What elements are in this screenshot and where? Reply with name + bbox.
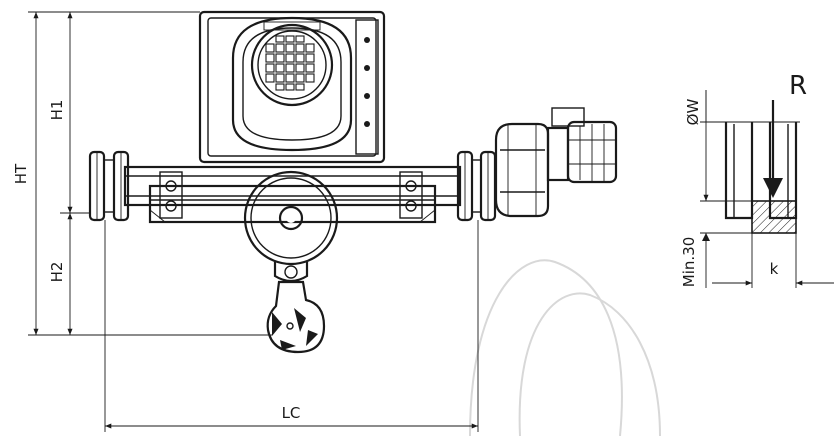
crane-hook	[266, 280, 326, 354]
label-h1: H1	[48, 100, 66, 121]
label-r: R	[789, 71, 807, 101]
hook-block	[243, 170, 339, 283]
rail-wheel-detail	[700, 100, 800, 288]
dimension-labels: HT H1 H2 LC	[12, 100, 300, 422]
travel-motor	[546, 107, 618, 184]
dimension-lines	[28, 11, 479, 432]
label-h2: H2	[48, 262, 66, 283]
label-ht: HT	[12, 163, 30, 184]
rail-labels: R ØW Min.30 k	[680, 71, 807, 287]
right-trolley-wheel	[456, 150, 497, 222]
label-min-30: Min.30	[680, 237, 698, 287]
watermark	[469, 259, 661, 436]
label-k: k	[770, 260, 779, 278]
motor-grille	[265, 35, 315, 91]
rail-section	[751, 200, 797, 234]
hoist-motor-housing	[198, 10, 386, 164]
travel-gearbox	[494, 122, 550, 218]
label-lc: LC	[282, 404, 301, 422]
rail-dimension-lines	[702, 90, 834, 288]
label-diameter-w: ØW	[684, 99, 702, 126]
left-trolley-wheel	[88, 150, 130, 222]
